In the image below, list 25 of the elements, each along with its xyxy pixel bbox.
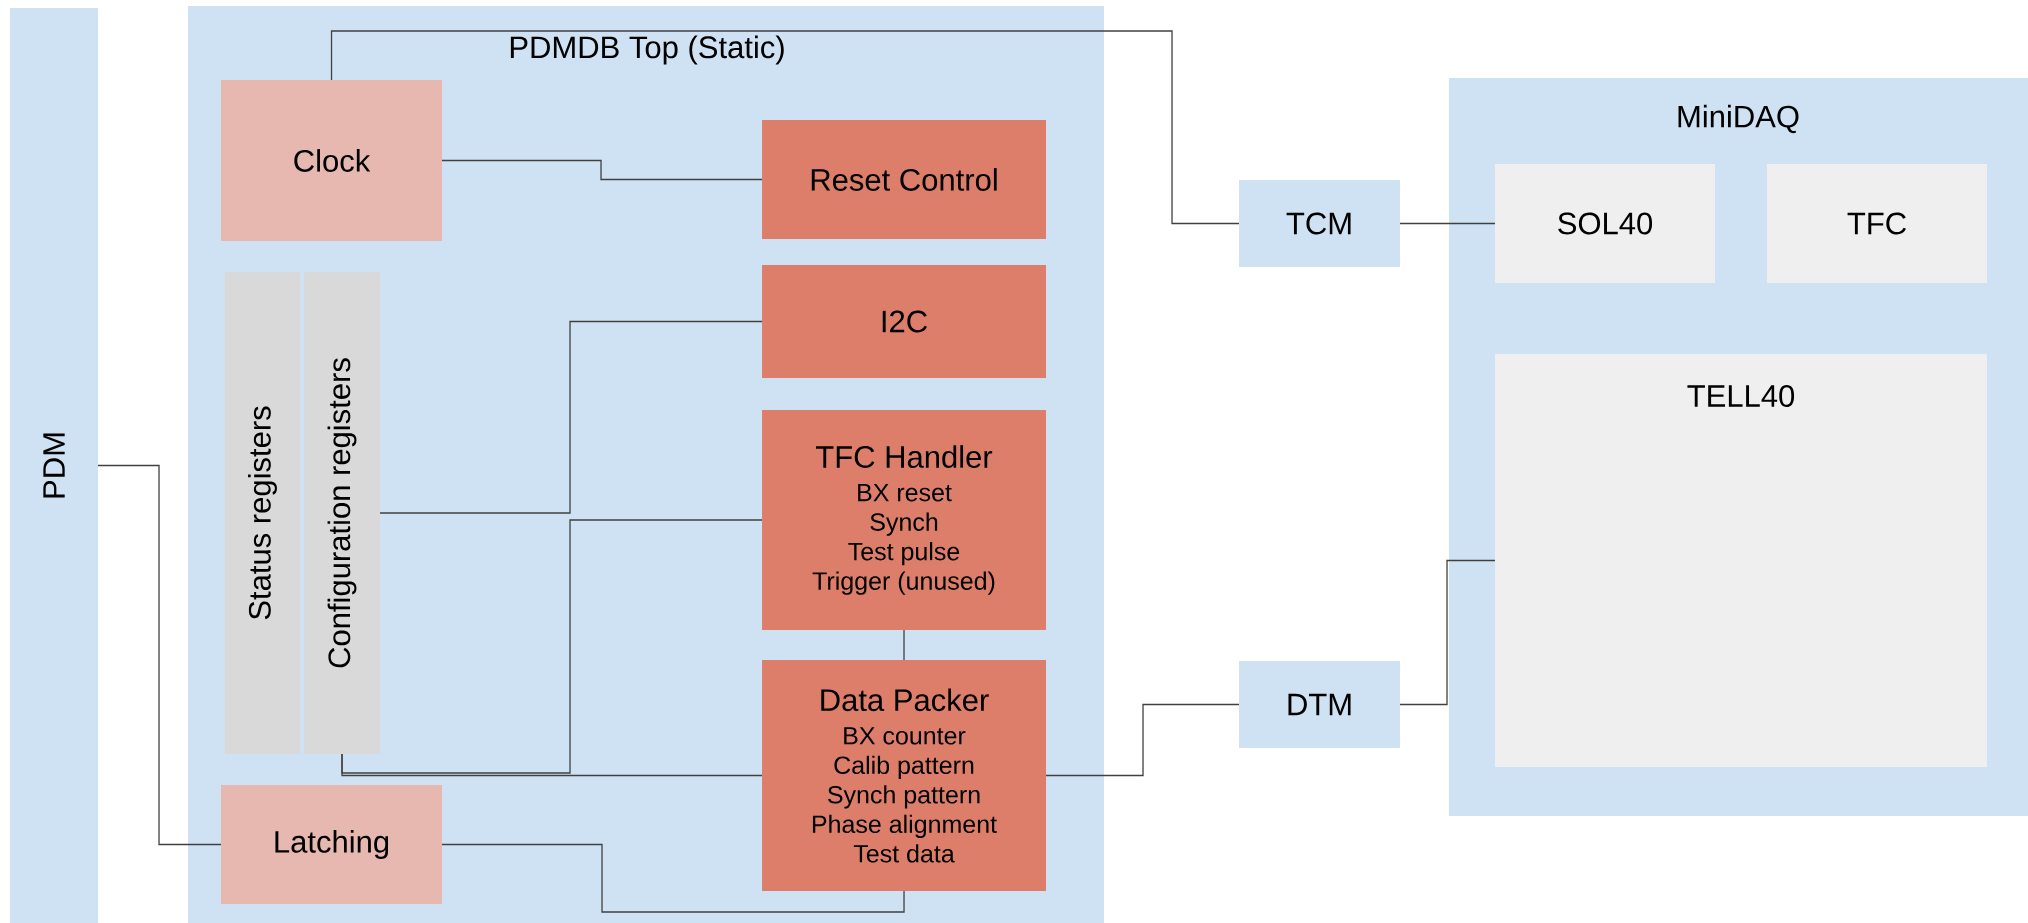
connector-line	[379, 320, 763, 514]
bus-bar: PDM	[10, 8, 98, 923]
block-box: I2C	[762, 265, 1046, 378]
block-box: Clock	[221, 80, 442, 241]
board-box: SOL40	[1495, 164, 1715, 283]
block-box: TFC Handler BX reset Synch Test pulse Trigger (unused)	[762, 410, 1046, 630]
connector-line	[330, 30, 1240, 225]
connector-line	[341, 519, 763, 774]
connector-line	[441, 159, 763, 181]
connector-line	[441, 843, 905, 913]
register-bar: Configuration registers	[304, 272, 380, 754]
board-box: TELL40	[1495, 354, 1987, 767]
interface-box: DTM	[1239, 661, 1400, 748]
connector-line	[1045, 703, 1240, 777]
connector-line	[341, 753, 763, 777]
board-box: TFC	[1767, 164, 1987, 283]
interface-box: TCM	[1239, 180, 1400, 267]
block-box: Data Packer BX counter Calib pattern Synch pattern Phase alignment Test data	[762, 660, 1046, 891]
register-bar: Status registers	[225, 272, 300, 754]
block-box: Latching	[221, 785, 442, 904]
block-box: Reset Control	[762, 120, 1046, 239]
connector-line	[97, 464, 222, 846]
connector-line	[903, 629, 905, 661]
connector-line	[1399, 559, 1496, 706]
connector-line	[1399, 222, 1496, 225]
